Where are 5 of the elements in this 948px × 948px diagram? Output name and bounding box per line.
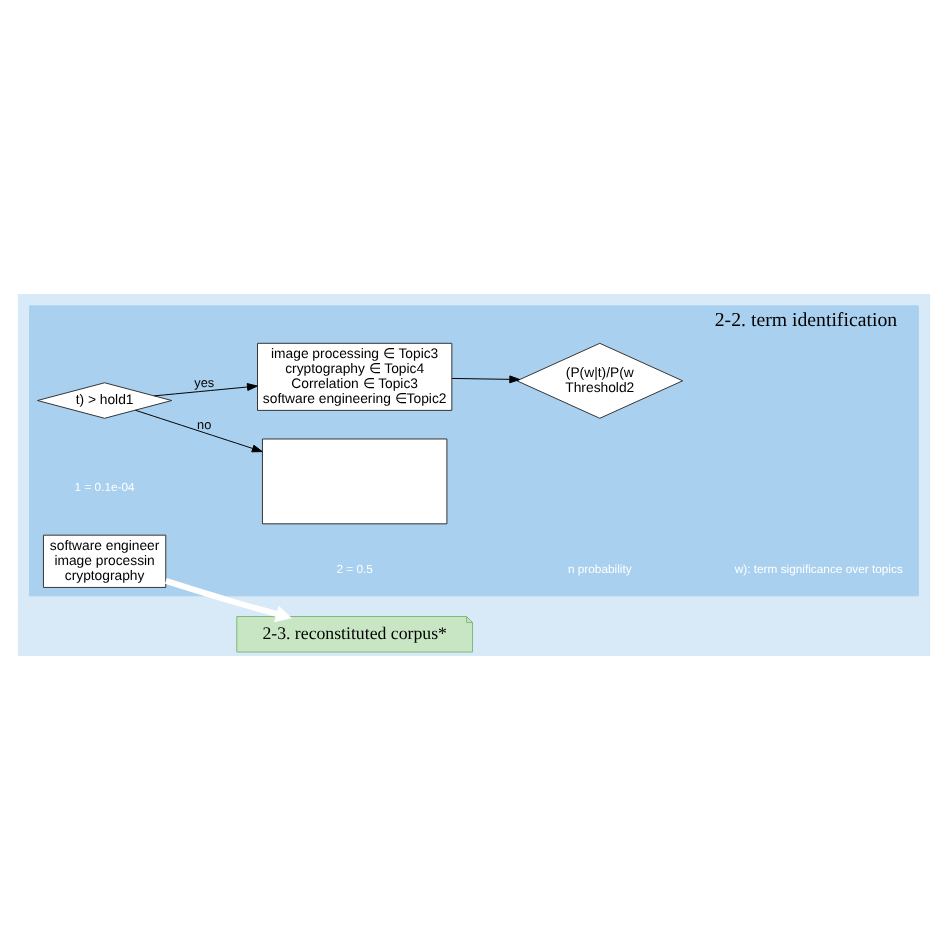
arrow	[135, 408, 263, 452]
arrow	[164, 577, 292, 622]
arrow	[153, 382, 258, 396]
arrow	[451, 374, 521, 383]
node-box	[261, 437, 448, 524]
